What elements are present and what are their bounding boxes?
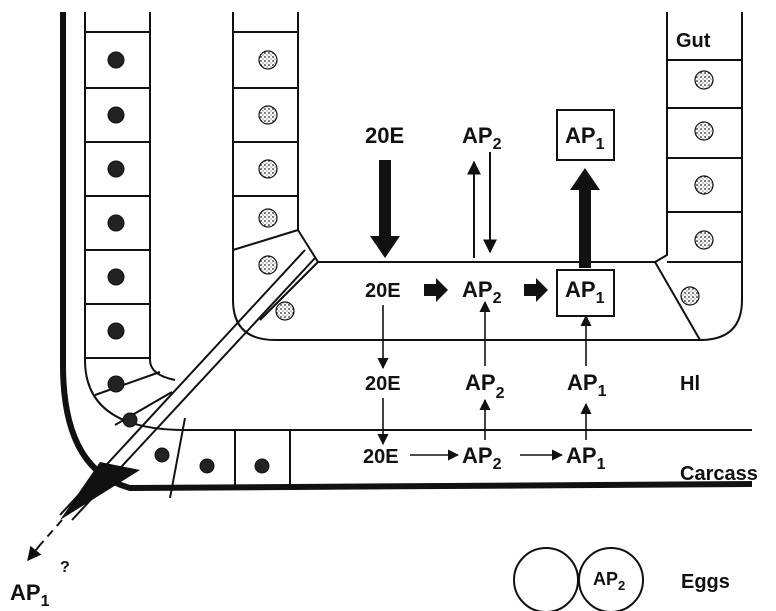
egg-empty xyxy=(514,548,578,611)
carcass-ap2: AP2 xyxy=(462,443,502,473)
carcass-ap1: AP1 xyxy=(566,443,606,473)
hl-label: Hl xyxy=(680,373,700,395)
carcass-label: Carcass xyxy=(680,463,758,485)
epithelium-ap2: AP2 xyxy=(462,277,502,307)
left-cell-nuclei xyxy=(108,52,269,473)
carcass-20e: 20E xyxy=(363,446,399,468)
epithelium-20e: 20E xyxy=(365,280,401,302)
body-wall-outline xyxy=(63,12,752,488)
ap1-export-arrow xyxy=(28,520,62,560)
lumen-arrows xyxy=(370,152,600,268)
gut-label: Gut xyxy=(676,30,711,52)
lumen-ap2: AP2 xyxy=(462,123,502,153)
lumen-20e: 20E xyxy=(365,123,404,148)
duct-wedge xyxy=(60,462,140,520)
hemolymph-20e: 20E xyxy=(365,373,401,395)
hemolymph-ap1: AP1 xyxy=(567,370,607,400)
eggs-label: Eggs xyxy=(681,571,730,593)
question-mark: ? xyxy=(60,559,70,576)
hemolymph-ap2: AP2 xyxy=(465,370,505,402)
exported-ap1: AP1 xyxy=(10,580,50,610)
left-cell-column xyxy=(85,12,752,498)
